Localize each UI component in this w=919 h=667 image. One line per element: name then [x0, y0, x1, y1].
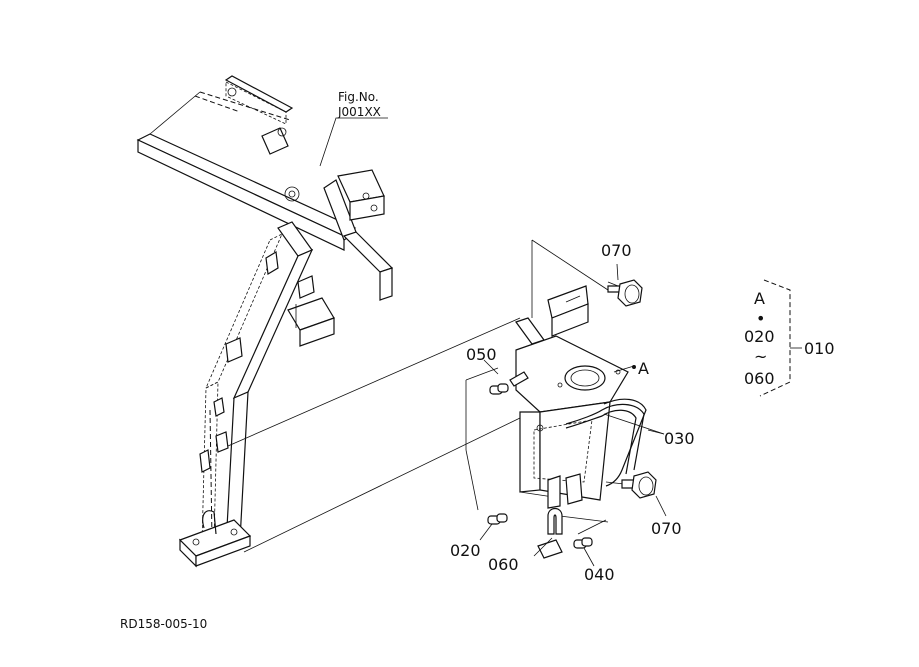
part-label-050: 050	[466, 345, 497, 364]
part-label-070-top: 070	[601, 241, 632, 260]
assembly-group-marker: A	[754, 289, 765, 308]
leader-lines	[227, 239, 609, 553]
assembly-group-from: 020	[744, 327, 775, 346]
part-label-030: 030	[664, 429, 695, 448]
part-label-010: 010	[804, 339, 835, 358]
small-parts	[487, 371, 593, 559]
part-label-040: 040	[584, 565, 615, 584]
label-leaders	[319, 117, 802, 567]
assembly-group-bracket	[759, 279, 791, 397]
figure-ref-line2: J001XX	[337, 105, 381, 119]
assembly-group-to: 060	[744, 369, 775, 388]
main-frame	[136, 75, 394, 568]
part-label-020: 020	[450, 541, 481, 560]
assembly-group-tilde: ~	[754, 347, 767, 366]
assembly-group-bullet: •	[756, 309, 765, 328]
bolt-070-bottom	[605, 471, 657, 499]
bolt-070-top	[607, 279, 643, 307]
drawing-code: RD158-005-10	[120, 617, 207, 631]
part-label-070-bottom: 070	[651, 519, 682, 538]
callout-dot-a	[632, 365, 636, 369]
part-label-060: 060	[488, 555, 519, 574]
figure-ref-line1: Fig.No.	[338, 90, 379, 104]
bracket-assembly	[515, 285, 647, 509]
callout-label-a: A	[638, 359, 649, 378]
